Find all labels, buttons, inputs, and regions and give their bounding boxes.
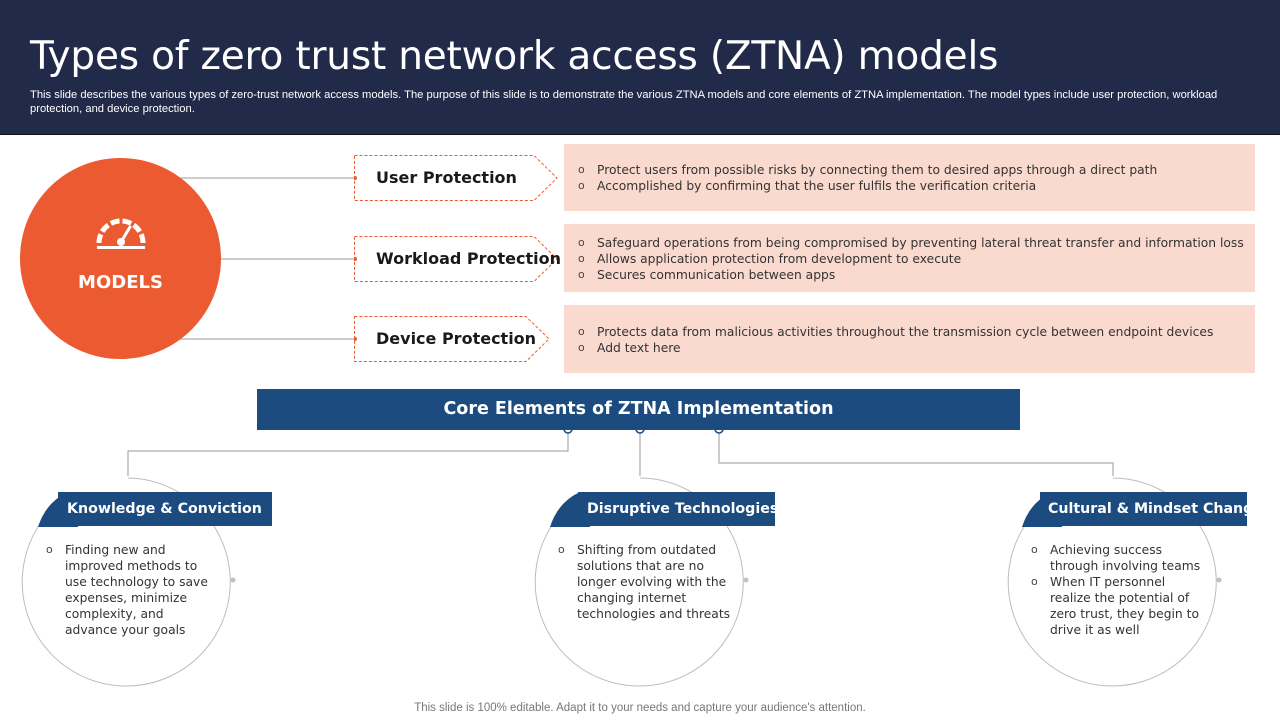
- list-item: Protects data from malicious activities …: [578, 324, 1213, 340]
- cultural-mindset-header: Cultural & Mindset Change: [1040, 492, 1263, 526]
- models-label: MODELS: [78, 272, 163, 293]
- workload-protection-label: Workload Protection: [376, 249, 562, 268]
- list-item: Shifting from outdated solutions that ar…: [558, 542, 733, 622]
- page-subtitle: This slide describes the various types o…: [30, 89, 1218, 115]
- cultural-list: Achieving success through involving team…: [1031, 542, 1201, 638]
- header-banner: Types of zero trust network access (ZTNA…: [0, 0, 1280, 135]
- models-circle: MODELS: [20, 158, 221, 359]
- device-protection-label: Device Protection: [376, 329, 537, 348]
- user-protection-description: Protect users from possible risks by con…: [564, 144, 1255, 211]
- disruptive-technologies-header: Disruptive Technologies: [578, 492, 778, 526]
- device-protection-tag: Device Protection: [354, 316, 560, 362]
- disruptive-list: Shifting from outdated solutions that ar…: [558, 542, 733, 622]
- device-protection-description: Protects data from malicious activities …: [564, 305, 1255, 373]
- list-item: Secures communication between apps: [578, 267, 1244, 283]
- page-title: Types of zero trust network access (ZTNA…: [30, 34, 999, 79]
- list-item: Protect users from possible risks by con…: [578, 162, 1157, 178]
- list-item: Finding new and improved methods to use …: [46, 542, 216, 638]
- list-item: Achieving success through involving team…: [1031, 542, 1201, 574]
- list-item: When IT personnel realize the potential …: [1031, 574, 1201, 638]
- user-protection-tag: User Protection: [354, 155, 560, 201]
- workload-protection-description: Safeguard operations from being compromi…: [564, 224, 1255, 292]
- core-elements-bar: Core Elements of ZTNA Implementation: [257, 389, 1020, 430]
- footer-note: This slide is 100% editable. Adapt it to…: [414, 702, 866, 714]
- list-item: Accomplished by confirming that the user…: [578, 178, 1157, 194]
- workload-protection-tag: Workload Protection: [354, 236, 562, 282]
- list-item: Add text here: [578, 340, 1213, 356]
- user-protection-label: User Protection: [376, 168, 517, 187]
- list-item: Allows application protection from devel…: [578, 251, 1244, 267]
- gauge-icon: [96, 218, 146, 249]
- list-item: Safeguard operations from being compromi…: [578, 235, 1244, 251]
- knowledge-conviction-header: Knowledge & Conviction: [58, 492, 272, 526]
- knowledge-list: Finding new and improved methods to use …: [46, 542, 216, 638]
